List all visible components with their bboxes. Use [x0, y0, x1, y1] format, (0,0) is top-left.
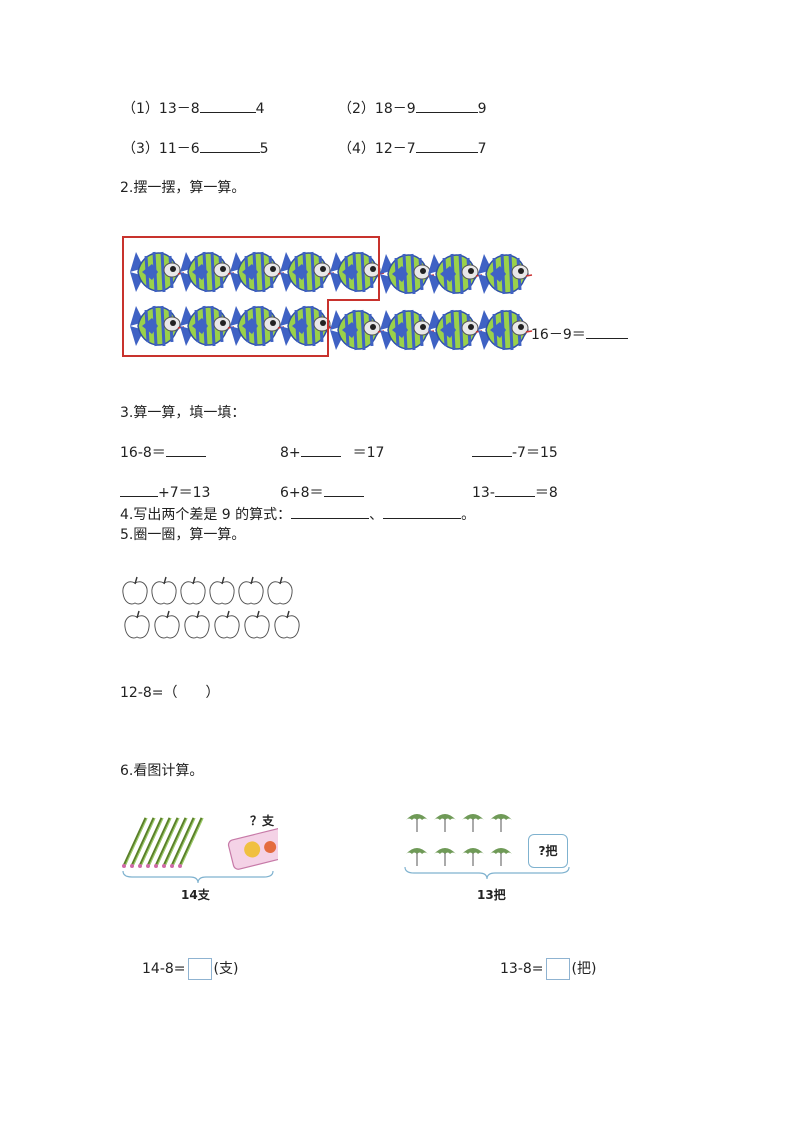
umbrellas-picture	[405, 813, 513, 867]
q3-r1-b-blank[interactable]	[300, 442, 341, 457]
fish-svg	[122, 236, 534, 357]
pencil-total-label: 14支	[181, 888, 210, 902]
apple-picture	[122, 574, 302, 648]
q3-title: 3.算一算，填一填：	[120, 405, 246, 421]
q3-r1-c: -7＝15	[472, 442, 558, 462]
apple-row-1	[122, 576, 293, 605]
pencil-question-label: ？支	[250, 814, 275, 828]
q3-r2-a: +7＝13	[120, 482, 210, 502]
q1-blank-2[interactable]	[415, 98, 478, 113]
q1-blank-3[interactable]	[199, 138, 260, 153]
q1-blank-4[interactable]	[415, 138, 478, 153]
pencil-box	[227, 827, 278, 870]
fish-row-bottom	[128, 304, 534, 352]
q4-blank-1[interactable]	[291, 504, 370, 519]
q3-r2-c-blank[interactable]	[494, 482, 535, 497]
q3-r2-a-blank[interactable]	[120, 482, 158, 497]
q6-right-answer-box[interactable]	[545, 958, 570, 980]
q3-r2-b: 6+8＝	[280, 482, 364, 502]
q2-equation: 16－9＝	[531, 324, 628, 344]
fish-picture	[120, 232, 535, 360]
umbrella-total-label: 13把	[477, 888, 506, 902]
umbrella-row-1	[405, 813, 513, 833]
q3-r1-c-blank[interactable]	[472, 442, 512, 457]
apple-svg	[122, 576, 300, 639]
q5-equation: 12-8=（ ）	[120, 685, 220, 701]
umbrella-row-2	[405, 847, 513, 867]
q6-title: 6.看图计算。	[120, 763, 204, 779]
q6-left-answer-box[interactable]	[187, 958, 212, 980]
q4-blank-2[interactable]	[383, 504, 462, 519]
circled-fish-frame	[122, 236, 380, 357]
q3-r2-c: 13-＝8	[472, 482, 558, 502]
fish-row-top	[128, 250, 534, 296]
q2-title: 2.摆一摆，算一算。	[120, 180, 246, 196]
q6-left-equation: 14-8=(支)	[142, 958, 238, 980]
q4-line: 4.写出两个差是 9 的算式：、。	[120, 504, 475, 524]
pencils-picture	[122, 817, 278, 870]
umbrella-total-bracket	[404, 866, 570, 880]
q3-r1-b: 8+＝17	[280, 442, 384, 462]
umbrella-question-box: ?把	[528, 834, 568, 868]
q3-r2-b-blank[interactable]	[323, 482, 364, 497]
apple-row-2	[124, 610, 300, 639]
pencil-total-bracket	[122, 870, 274, 884]
q6-right-equation: 13-8=(把)	[500, 958, 596, 980]
pencil-bundle	[122, 817, 204, 868]
q3-r1-a: 16-8＝	[120, 442, 206, 462]
q3-r1-a-blank[interactable]	[165, 442, 206, 457]
q1-blank-1[interactable]	[199, 98, 256, 113]
q5-title: 5.圈一圈，算一算。	[120, 527, 246, 543]
q2-answer-blank[interactable]	[585, 324, 628, 339]
